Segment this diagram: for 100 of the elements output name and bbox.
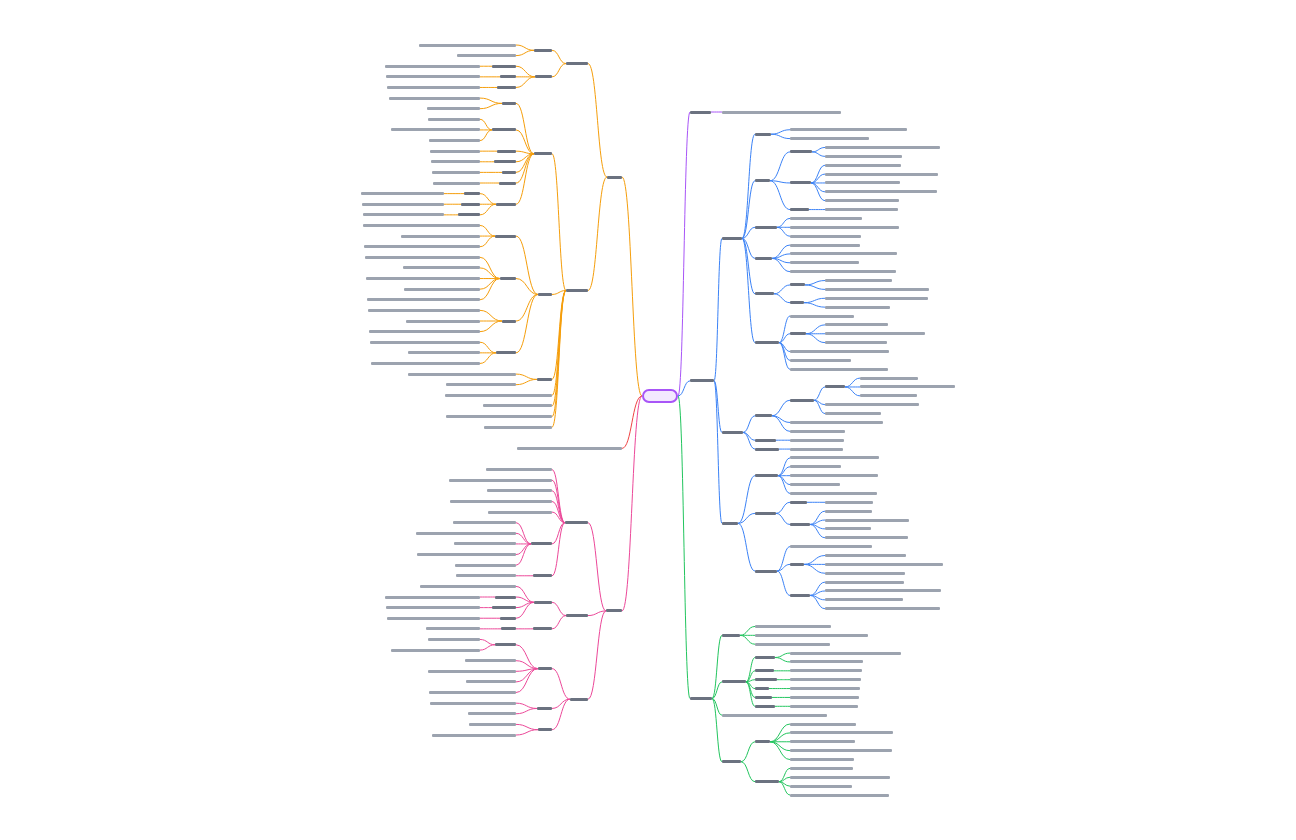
text-placeholder-bar [790, 500, 807, 504]
central-topic-box [642, 389, 678, 403]
branch-connector [677, 395, 691, 700]
text-placeholder-bar [825, 536, 908, 540]
branch-connector [809, 581, 826, 596]
text-placeholder-bar [825, 305, 890, 309]
text-placeholder-bar [825, 580, 904, 584]
text-placeholder-bar [790, 420, 883, 424]
text-placeholder-bar [825, 190, 937, 194]
text-placeholder-bar [755, 511, 776, 515]
text-placeholder-bar [538, 667, 552, 671]
text-placeholder-bar [502, 170, 516, 174]
branch-connector [713, 380, 723, 524]
branch-connector [515, 668, 539, 694]
branch-connector [741, 237, 756, 344]
text-placeholder-bar [534, 600, 552, 604]
text-placeholder-bar [722, 713, 827, 717]
text-placeholder-bar [502, 319, 516, 323]
text-placeholder-bar [495, 595, 516, 599]
text-placeholder-bar [431, 160, 480, 164]
branch-connector [811, 151, 826, 157]
text-placeholder-bar [790, 243, 860, 247]
text-placeholder-bar [755, 474, 778, 478]
branch-connector [479, 97, 503, 104]
text-placeholder-bar [790, 465, 841, 469]
text-placeholder-bar [755, 256, 772, 260]
branch-connector [479, 617, 501, 619]
branch-connector [773, 293, 791, 304]
branch-connector [621, 395, 643, 612]
branch-connector [770, 133, 791, 140]
text-placeholder-bar [790, 731, 893, 735]
text-placeholder-bar [755, 633, 868, 637]
branch-connector [713, 237, 723, 382]
text-placeholder-bar [790, 593, 810, 597]
text-placeholder-bar [385, 595, 480, 599]
branch-connector [778, 781, 791, 796]
branch-connector [775, 512, 791, 525]
branch-connector [778, 333, 791, 344]
branch-connector [551, 153, 567, 291]
branch-connector [737, 522, 756, 572]
text-placeholder-bar [492, 64, 516, 68]
text-placeholder-bar [755, 656, 775, 659]
text-placeholder-bar [469, 722, 516, 726]
branch-connector [479, 182, 500, 184]
text-placeholder-bar [825, 412, 881, 416]
branch-connector [515, 707, 538, 715]
text-placeholder-bar [488, 510, 552, 514]
text-placeholder-bar [533, 627, 552, 631]
text-placeholder-bar [825, 509, 872, 513]
branch-connector [479, 76, 501, 78]
text-placeholder-bar [690, 110, 711, 114]
text-placeholder-bar [790, 749, 892, 753]
branch-connector [776, 546, 791, 572]
branch-connector [479, 118, 493, 131]
text-placeholder-bar [790, 332, 806, 336]
text-placeholder-bar [450, 499, 552, 503]
text-placeholder-bar [860, 394, 917, 398]
text-placeholder-bar [370, 340, 480, 344]
text-placeholder-bar [790, 660, 863, 664]
branch-connector [806, 501, 826, 503]
branch-connector [515, 44, 535, 51]
text-placeholder-bar [790, 687, 860, 691]
branch-connector [551, 522, 566, 577]
branch-connector [745, 679, 756, 683]
text-placeholder-bar [429, 139, 480, 143]
branch-connector [777, 475, 791, 494]
text-placeholder-bar [391, 128, 480, 132]
text-placeholder-bar [428, 669, 516, 673]
text-placeholder-bar [401, 234, 480, 238]
branch-connector [677, 380, 691, 397]
branch-connector [742, 415, 756, 433]
text-placeholder-bar [755, 695, 772, 699]
branch-connector [711, 681, 723, 700]
branch-connector [769, 180, 791, 184]
branch-connector [621, 395, 643, 449]
text-placeholder-bar [790, 438, 844, 442]
branch-connector [778, 315, 791, 344]
text-placeholder-bar [387, 616, 480, 620]
branch-connector [775, 439, 791, 441]
branch-connector [771, 399, 791, 417]
text-placeholder-bar [537, 706, 552, 710]
text-placeholder-bar [860, 385, 955, 389]
text-placeholder-bar [538, 292, 552, 296]
branch-connector [739, 634, 756, 645]
text-placeholder-bar [825, 500, 873, 504]
branch-connector [769, 151, 791, 182]
text-placeholder-bar [531, 542, 552, 546]
branch-connector [810, 182, 826, 202]
branch-connector [551, 601, 567, 617]
branch-connector [515, 293, 539, 354]
text-placeholder-bar [366, 277, 480, 281]
branch-connector [808, 209, 826, 211]
text-placeholder-bar [391, 648, 480, 652]
branch-connector [771, 696, 791, 698]
branch-connector [809, 523, 826, 530]
text-placeholder-bar [790, 398, 814, 402]
branch-connector [551, 511, 566, 524]
text-placeholder-bar [690, 379, 714, 383]
text-placeholder-bar [825, 279, 892, 283]
branch-connector [515, 702, 538, 709]
